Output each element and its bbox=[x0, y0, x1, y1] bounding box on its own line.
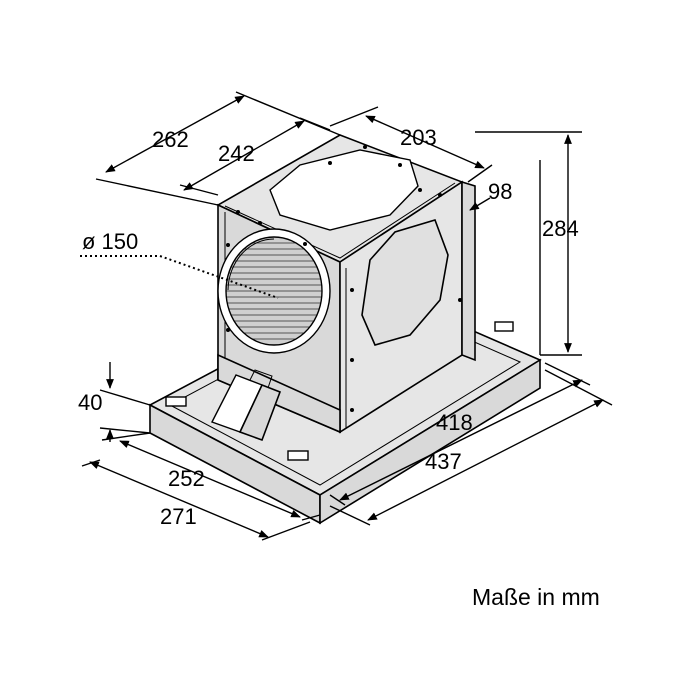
dim-271: 271 bbox=[81, 459, 311, 541]
dim-437: 437 bbox=[329, 369, 613, 526]
dim-418-label: 418 bbox=[436, 410, 473, 435]
dim-437-label: 437 bbox=[425, 449, 462, 474]
dim-252-label: 252 bbox=[168, 466, 205, 491]
dim-40: 40 bbox=[78, 362, 151, 442]
dim-262: 262 bbox=[95, 91, 341, 206]
dim-271-label: 271 bbox=[160, 504, 197, 529]
dim-98: 98 bbox=[469, 179, 512, 211]
dim-203-label: 203 bbox=[400, 125, 437, 150]
units-caption: Maße in mm bbox=[472, 584, 600, 610]
dim-242-label: 242 bbox=[218, 141, 255, 166]
dim-40-label: 40 bbox=[78, 390, 102, 415]
dim-203: 203 bbox=[329, 106, 493, 183]
dim-284-label: 284 bbox=[542, 216, 579, 241]
dim-150: ø 150 bbox=[80, 229, 279, 299]
dim-98-label: 98 bbox=[488, 179, 512, 204]
dim-262-label: 262 bbox=[152, 127, 189, 152]
dim-242: 242 bbox=[179, 117, 331, 196]
dim-150-label: ø 150 bbox=[82, 229, 138, 254]
dim-284: 284 bbox=[475, 131, 582, 356]
fan-housing bbox=[211, 134, 476, 442]
